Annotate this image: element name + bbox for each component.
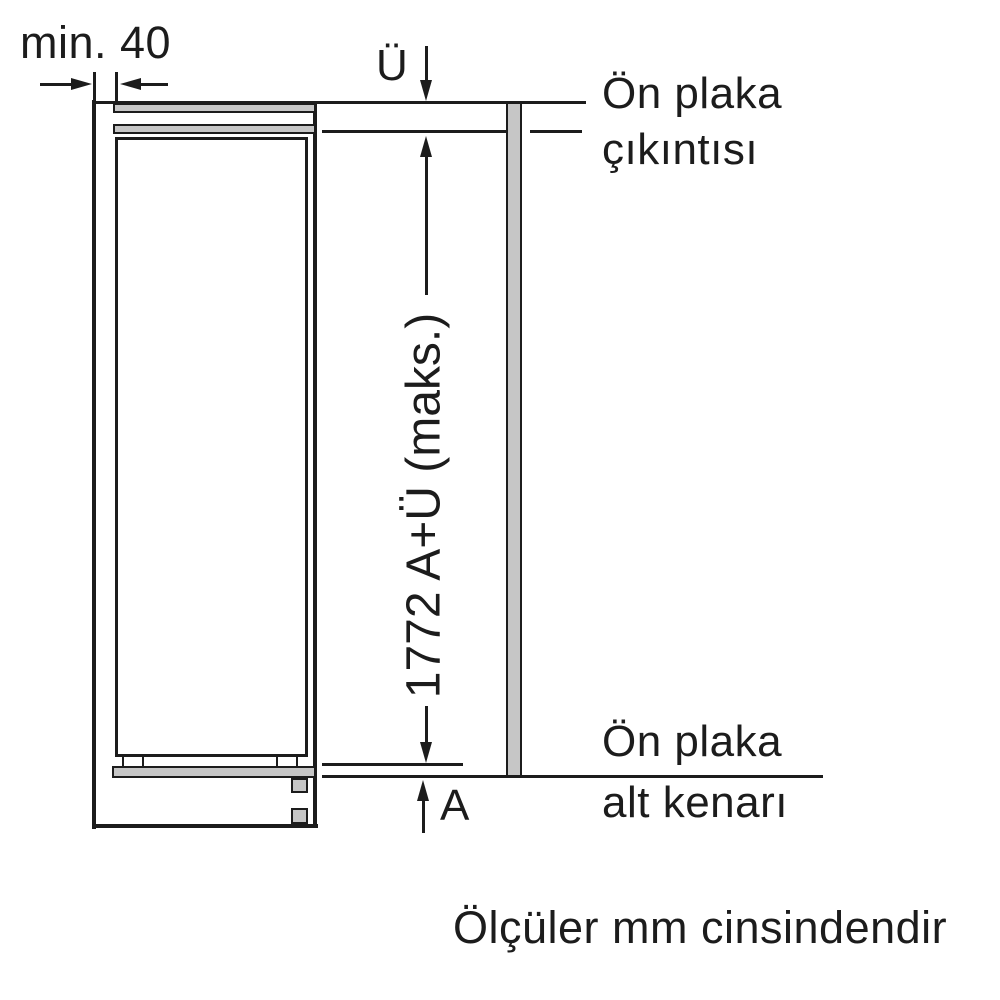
- niche-bottom-line: [92, 824, 318, 828]
- plinth-panel: [112, 766, 316, 778]
- min-gap-extension-line-1: [93, 72, 96, 101]
- min-gap-extension-line-2: [115, 72, 118, 101]
- niche-right-wall: [313, 101, 317, 828]
- height-dimension-line-upper: [425, 153, 428, 295]
- niche-top-and-reference-line: [92, 101, 586, 104]
- protrusion-reference-line-right: [530, 130, 582, 133]
- height-dimension-line-lower: [425, 706, 428, 746]
- height-arrowhead-bottom: [420, 742, 432, 763]
- min-gap-arrowhead-left: [71, 78, 92, 90]
- front-panel: [506, 102, 522, 777]
- protrusion-reference-line-left: [322, 130, 506, 133]
- top-note-line2: çıkıntısı: [602, 125, 759, 174]
- height-dimension-label: 1772 A+Ü (maks.): [397, 312, 451, 699]
- panel-bottom-edge-line: [322, 775, 823, 778]
- height-arrowhead-top: [420, 136, 432, 157]
- top-panel-strip-lower: [113, 124, 316, 134]
- leveling-foot-lower: [291, 808, 308, 824]
- top-panel-strip-upper: [113, 103, 316, 113]
- a-dimension-line: [422, 798, 425, 833]
- bottom-note-line1: Ön plaka: [602, 717, 783, 766]
- min-gap-arrow-line-left: [40, 83, 82, 86]
- bottom-note-line2: alt kenarı: [602, 778, 788, 827]
- caption: Ölçüler mm cinsindendir: [453, 902, 948, 953]
- top-note-line1: Ön plaka: [602, 69, 783, 118]
- min-gap-label: min. 40: [20, 17, 172, 68]
- overhang-arrowhead: [420, 80, 432, 101]
- a-top-reference-line: [322, 763, 463, 766]
- overhang-arrow-line: [425, 46, 428, 82]
- overhang-label: Ü: [376, 41, 409, 90]
- leveling-foot-upper: [291, 778, 308, 793]
- a-arrowhead: [417, 780, 429, 801]
- min-gap-arrow-line-right: [127, 83, 168, 86]
- a-dimension-label: A: [440, 781, 470, 830]
- niche-left-wall: [92, 100, 96, 829]
- appliance-body: [115, 137, 308, 757]
